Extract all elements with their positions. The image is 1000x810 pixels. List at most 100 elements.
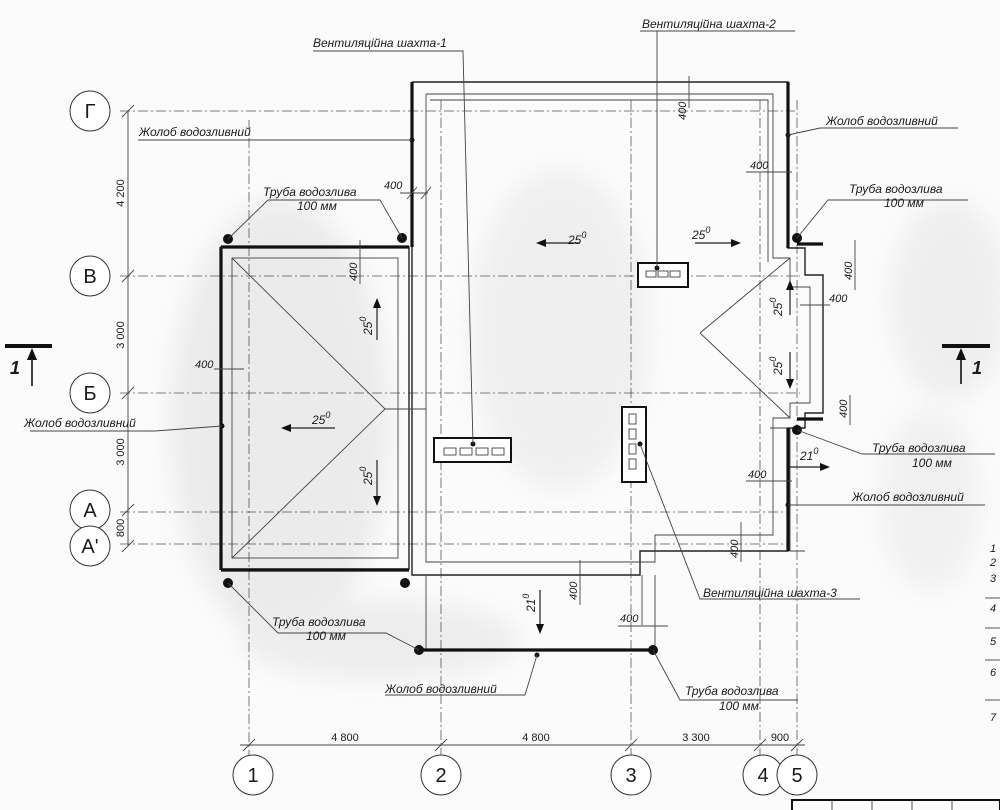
label-pipe-2-size: 100 мм — [884, 196, 924, 210]
svg-text:1: 1 — [247, 765, 258, 787]
label-gutter-top-right: Жолоб водозливний — [825, 114, 938, 128]
dim-400-3: 400 — [195, 359, 214, 371]
slope-label-left-left: 250 — [311, 410, 330, 427]
slope-arrow-top-left — [536, 239, 580, 247]
dim-400-6: 400 — [843, 261, 855, 280]
axis-marker-a: А — [69, 489, 111, 531]
slope-arrow-bay-down — [786, 352, 794, 389]
row-axis-markers: Г В Б А А' — [69, 90, 111, 567]
slope-label-bay-down: 250 — [768, 357, 785, 376]
svg-text:7: 7 — [990, 712, 997, 724]
label-vent-shaft-2: Вентиляційна шахта-2 — [642, 17, 776, 31]
axis-marker-col-3: 3 — [610, 754, 652, 796]
section-marker-left: 1 — [5, 344, 52, 386]
dim-3000-upper: 3 000 — [115, 321, 127, 349]
dim-4200: 4 200 — [115, 179, 127, 207]
slope-arrow-left-down — [373, 460, 381, 506]
dim-400-2: 400 — [348, 262, 360, 281]
label-pipe-5-size: 100 мм — [719, 699, 759, 713]
label-gutter-top-left: Жолоб водозливний — [138, 125, 251, 139]
axis-marker-col-2: 2 — [420, 754, 462, 796]
svg-text:3: 3 — [625, 765, 636, 787]
slope-label-left-down: 250 — [358, 467, 375, 486]
local-dimensions: 400 400 400 400 400 400 400 400 400 400 … — [195, 76, 856, 627]
svg-text:3: 3 — [990, 573, 997, 585]
label-gutter-bottom: Жолоб водозливний — [384, 682, 497, 696]
slope-label-top-right: 250 — [691, 225, 710, 242]
dim-800: 800 — [115, 519, 127, 537]
label-pipe-4-size: 100 мм — [306, 629, 346, 643]
slope-arrow-left-up — [373, 298, 381, 340]
label-pipe-2: Труба водозлива — [849, 182, 943, 196]
gutters — [219, 82, 823, 652]
downpipe-4 — [400, 578, 410, 588]
slope-arrows — [281, 239, 830, 634]
label-pipe-3: Труба водозлива — [872, 441, 966, 455]
vent-shaft-3 — [621, 406, 647, 483]
scan-noise — [170, 170, 1000, 680]
dim-400-7: 400 — [829, 293, 848, 305]
slope-label-bay-up: 250 — [768, 298, 785, 317]
slope-arrow-left-left — [281, 424, 335, 432]
dim-400-12: 400 — [620, 613, 639, 625]
axis-marker-col-1: 1 — [232, 754, 274, 796]
label-pipe-1: Труба водозлива — [263, 185, 357, 199]
svg-text:1: 1 — [10, 358, 20, 378]
annotations: Вентиляційна шахта-1 Вентиляційна шахта-… — [23, 17, 966, 713]
svg-text:1: 1 — [972, 358, 982, 378]
slope-arrow-top-right — [695, 239, 741, 247]
svg-text:Г: Г — [85, 101, 96, 123]
label-vent-shaft-3: Вентиляційна шахта-3 — [703, 586, 837, 600]
dim-400-1: 400 — [384, 180, 403, 192]
svg-text:2: 2 — [435, 765, 446, 787]
label-pipe-1-size: 100 мм — [297, 199, 337, 213]
horizontal-dimension-chain: 4 800 4 800 3 300 900 — [240, 732, 805, 752]
slope-arrow-bottom-down — [536, 590, 544, 634]
svg-text:4: 4 — [990, 603, 996, 615]
column-axis-markers: 1 2 3 4 5 — [232, 754, 818, 796]
svg-text:5: 5 — [791, 765, 802, 787]
label-gutter-left: Жолоб водозливний — [23, 416, 136, 430]
svg-text:А': А' — [81, 536, 98, 558]
slope-label-left-up: 250 — [358, 317, 375, 336]
axis-marker-col-5: 5 — [776, 754, 818, 796]
axis-marker-v: В — [69, 255, 111, 297]
svg-text:4: 4 — [757, 765, 768, 787]
slope-labels: 250 250 250 250 250 210 250 250 210 — [311, 225, 818, 613]
title-block-fragment — [791, 799, 1000, 810]
axis-marker-g: Г — [69, 90, 111, 132]
label-pipe-5: Труба водозлива — [685, 684, 779, 698]
slope-label-bay-right: 210 — [799, 446, 818, 463]
svg-text:2: 2 — [989, 557, 996, 569]
vertical-dimension-chain: 4 200 3 000 3 000 800 — [115, 104, 135, 553]
side-table-numbers: 1 2 3 4 5 6 7 — [985, 543, 1000, 724]
main-roof-block — [411, 81, 824, 651]
label-vent-shaft-1: Вентиляційна шахта-1 — [313, 36, 447, 50]
slope-arrow-bay-right — [790, 463, 830, 471]
axis-marker-b: Б — [69, 372, 111, 414]
dim-400-4: 400 — [677, 101, 689, 120]
dim-3300: 3 300 — [682, 732, 710, 744]
slope-label-top-left: 250 — [567, 230, 586, 247]
svg-text:А: А — [83, 500, 97, 522]
slope-label-bottom: 210 — [521, 594, 538, 613]
svg-text:1: 1 — [990, 543, 996, 555]
dim-400-10: 400 — [729, 539, 741, 558]
svg-text:5: 5 — [990, 636, 997, 648]
axis-marker-a-prime: А' — [69, 525, 111, 567]
svg-text:6: 6 — [990, 667, 997, 679]
label-pipe-4: Труба водозлива — [272, 615, 366, 629]
svg-text:В: В — [83, 266, 96, 288]
dim-400-5: 400 — [750, 160, 769, 172]
dim-400-11: 400 — [568, 581, 580, 600]
dim-4800-b: 4 800 — [522, 732, 550, 744]
slope-arrow-bay-up — [786, 280, 794, 315]
section-marker-right: 1 — [942, 344, 990, 384]
dim-4800-a: 4 800 — [331, 732, 359, 744]
svg-text:Б: Б — [83, 383, 96, 405]
dim-400-8: 400 — [838, 399, 850, 418]
label-pipe-3-size: 100 мм — [912, 456, 952, 470]
vent-shaft-2 — [637, 262, 689, 288]
